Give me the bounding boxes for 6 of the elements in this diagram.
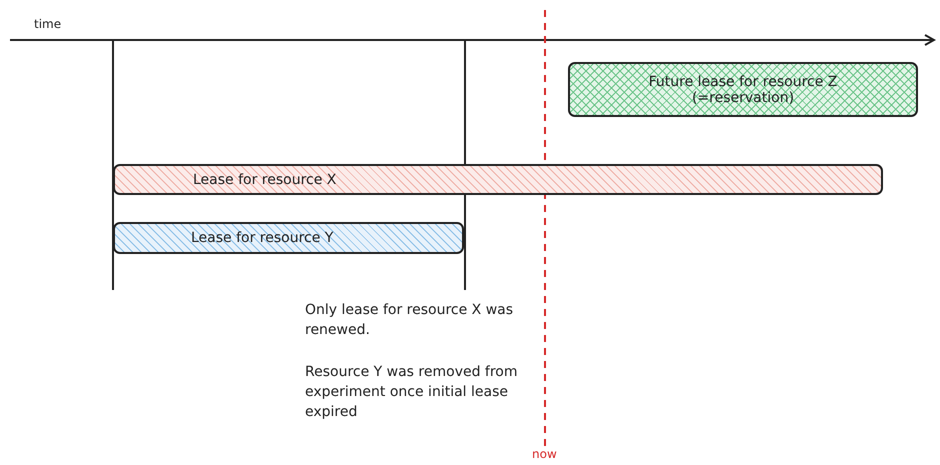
note-text: Only lease for resource X was renewed. [305, 301, 514, 340]
axis-label: time [34, 16, 62, 33]
lease-bar: Lease for resource Y [113, 222, 464, 254]
lease-bar: Lease for resource X [113, 164, 883, 195]
now-label: now [532, 446, 558, 463]
note-text: Resource Y was removed from experiment once initial lease expired [305, 363, 519, 422]
